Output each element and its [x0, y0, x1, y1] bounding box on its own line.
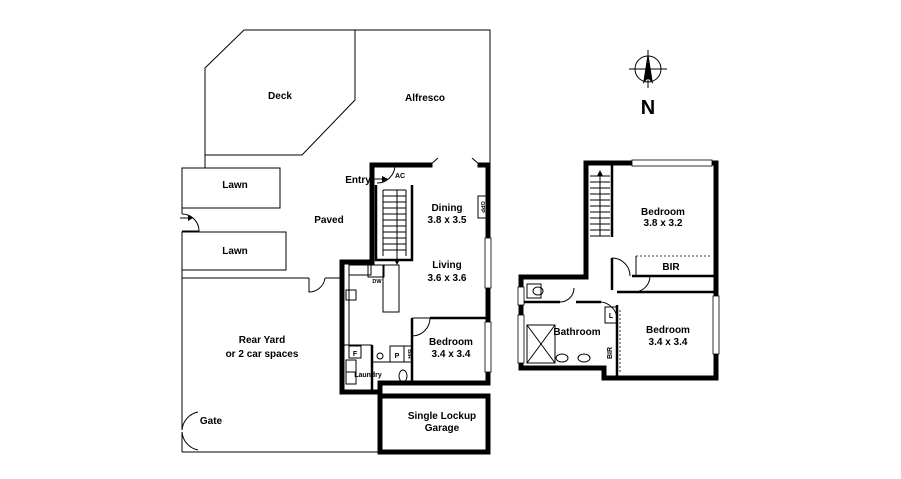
gate-label: Gate	[200, 416, 223, 427]
upper-bedroom2-size: 3.4 x 3.4	[649, 337, 688, 348]
upper-stairs	[590, 170, 610, 237]
opp-label: OPP	[479, 201, 485, 213]
basin-right	[577, 353, 591, 363]
upper-floor-outer-wall	[518, 160, 719, 381]
bathroom-label: Bathroom	[553, 327, 600, 338]
upper-top-window	[631, 159, 713, 167]
upper-floor	[517, 159, 720, 381]
rear-yard-boundary	[181, 270, 309, 279]
washer	[345, 359, 357, 373]
linen-label: L	[609, 313, 614, 320]
living-size: 3.6 x 3.6	[428, 273, 467, 284]
dining-size: 3.8 x 3.5	[428, 215, 467, 226]
ground-bir-label: BIR	[406, 349, 412, 359]
ac-label: AC	[395, 173, 405, 180]
outdoor-area	[180, 29, 491, 453]
upper-bedroom2-window	[712, 295, 720, 355]
bathroom-window	[517, 314, 525, 364]
dryer	[345, 371, 357, 385]
dw-label: DW	[372, 279, 382, 285]
rear-yard-label-line1: Rear Yard	[239, 335, 286, 346]
garage-label-line2: Garage	[425, 423, 460, 434]
rear-door	[308, 277, 326, 293]
gate-door-bottom	[181, 431, 199, 452]
lawn-bottom-outline	[181, 231, 287, 271]
north-label: N	[641, 97, 655, 119]
alfresco-label: Alfresco	[405, 93, 445, 104]
upper-bir2-label: BIR	[607, 347, 614, 359]
lawn-top-label: Lawn	[222, 180, 248, 191]
basin-left	[555, 353, 569, 363]
fridge-label: F	[353, 351, 358, 358]
ground-floor	[339, 157, 492, 455]
alfresco-boundary	[355, 29, 491, 165]
rear-yard-label-line2: or 2 car spaces	[226, 349, 299, 360]
shower	[526, 324, 556, 364]
ground-bedroom-size: 3.4 x 3.4	[432, 349, 471, 360]
upper-bedroom1-door	[611, 257, 631, 277]
upper-bedroom1-size: 3.8 x 3.2	[644, 218, 683, 229]
ground-stairs	[382, 189, 407, 265]
lawn-bottom-label: Lawn	[222, 246, 248, 257]
living-window	[484, 237, 492, 289]
cooktop	[345, 289, 357, 301]
upper-toilet	[526, 283, 542, 299]
dishwasher	[367, 264, 385, 278]
gate-door-top	[181, 410, 199, 431]
upper-landing-door	[633, 275, 651, 293]
living-name: Living	[432, 260, 461, 271]
entry-label: Entry	[345, 175, 371, 186]
garage-label-line1: Single Lockup	[408, 411, 476, 422]
wc-toilet	[398, 369, 408, 383]
opp-heater	[477, 195, 487, 219]
fridge-space	[348, 345, 362, 359]
garage-outline	[377, 393, 491, 455]
upper-bedroom2-name: Bedroom	[646, 325, 690, 336]
kitchen-island	[382, 264, 400, 313]
ground-bedroom-name: Bedroom	[429, 337, 473, 348]
laundry-label: Laundry	[354, 372, 382, 379]
side-gate-door	[181, 213, 200, 232]
upper-bedroom1-name: Bedroom	[641, 207, 685, 218]
bedroom-window	[484, 321, 492, 373]
upper-bir1-label: BIR	[662, 262, 680, 273]
stair-walls	[374, 185, 414, 262]
paved-label: Paved	[314, 215, 343, 226]
kitchen-sink	[348, 264, 372, 276]
deck-label: Deck	[268, 91, 292, 102]
pantry-label: P	[395, 353, 400, 360]
laundry-tub	[376, 352, 384, 360]
dining-name: Dining	[431, 203, 462, 214]
toilet-window	[517, 286, 525, 306]
ground-bedroom-door	[411, 317, 431, 337]
north-arrow-icon	[629, 50, 667, 88]
lawn-top-outline	[181, 167, 281, 209]
